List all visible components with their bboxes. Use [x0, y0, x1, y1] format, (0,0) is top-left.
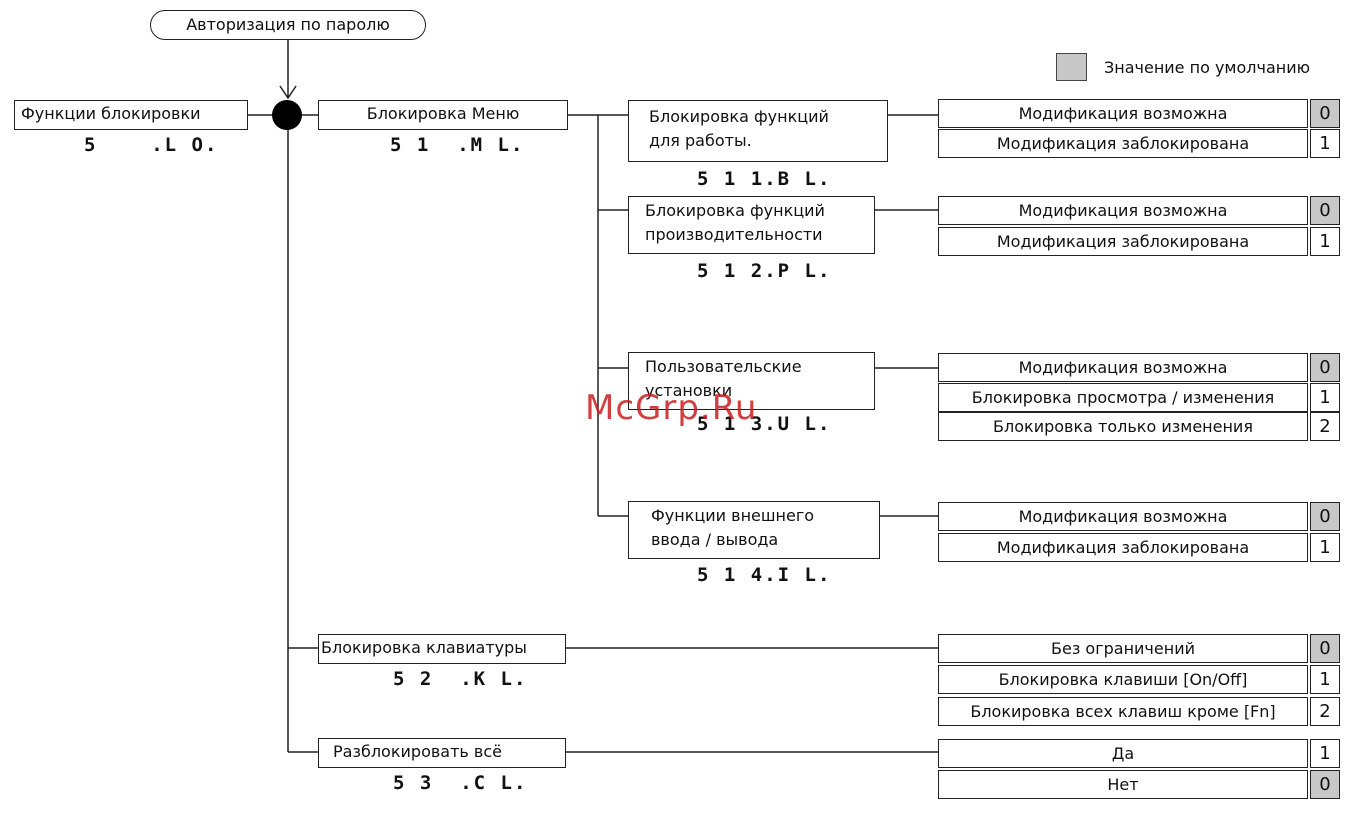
- submenu-perf-lock-code: 5 1 2.P L.: [697, 260, 832, 282]
- option-row: Блокировка клавиши [On/Off]1: [938, 665, 1340, 694]
- option-label: Модификация возможна: [938, 99, 1308, 128]
- option-value: 0: [1310, 99, 1340, 128]
- option-value: 1: [1310, 227, 1340, 256]
- option-value: 1: [1310, 533, 1340, 562]
- option-label: Модификация заблокирована: [938, 533, 1308, 562]
- submenu-line1: Функции внешнего: [651, 506, 815, 525]
- junction-dot: [272, 100, 302, 130]
- option-label: Нет: [938, 770, 1308, 799]
- submenu-op-lock: Блокировка функций для работы.: [628, 100, 888, 162]
- option-label: Модификация заблокирована: [938, 227, 1308, 256]
- option-value: 0: [1310, 770, 1340, 799]
- submenu-line2: ввода / вывода: [651, 530, 779, 549]
- submenu-line2: производительности: [645, 225, 823, 244]
- option-row: Блокировка всех клавиш кроме [Fn]2: [938, 697, 1340, 726]
- watermark: McGrp.Ru: [585, 388, 758, 428]
- submenu-line1: Блокировка функций: [645, 201, 825, 220]
- submenu-line1: Пользовательские: [645, 357, 802, 376]
- option-label: Без ограничений: [938, 634, 1308, 663]
- submenu-ext-io: Функции внешнего ввода / вывода: [628, 501, 880, 559]
- keyboard-lock-node: Блокировка клавиатуры: [318, 634, 566, 664]
- option-value: 1: [1310, 129, 1340, 158]
- option-label: Модификация возможна: [938, 196, 1308, 225]
- submenu-op-lock-code: 5 1 1.B L.: [697, 168, 832, 190]
- option-label: Блокировка всех клавиш кроме [Fn]: [938, 697, 1308, 726]
- option-label: Модификация возможна: [938, 502, 1308, 531]
- legend-default-label: Значение по умолчанию: [1104, 58, 1311, 77]
- option-label: Модификация возможна: [938, 353, 1308, 382]
- submenu-ext-io-code: 5 1 4.I L.: [697, 564, 832, 586]
- option-label: Блокировка просмотра / изменения: [938, 383, 1308, 412]
- submenu-line1: Блокировка функций: [649, 107, 829, 126]
- unlock-all-code: 5 3 .C L.: [393, 772, 528, 794]
- option-value: 2: [1310, 412, 1340, 441]
- menu-lock-code: 5 1 .M L.: [390, 134, 525, 156]
- option-value: 0: [1310, 196, 1340, 225]
- menu-lock-node: Блокировка Меню: [318, 100, 568, 130]
- option-value: 1: [1310, 665, 1340, 694]
- option-label: Модификация заблокирована: [938, 129, 1308, 158]
- password-auth-node: Авторизация по паролю: [150, 10, 426, 40]
- submenu-line2: установки: [645, 381, 733, 400]
- unlock-all-node: Разблокировать всё: [318, 738, 566, 768]
- submenu-perf-lock: Блокировка функций производительности: [628, 196, 875, 254]
- option-value: 2: [1310, 697, 1340, 726]
- legend-default-swatch: [1056, 53, 1087, 81]
- option-label: Да: [938, 739, 1308, 768]
- keyboard-lock-code: 5 2 .K L.: [393, 668, 528, 690]
- option-value: 0: [1310, 353, 1340, 382]
- root-code: 5 .L O.: [84, 134, 219, 156]
- option-label: Блокировка клавиши [On/Off]: [938, 665, 1308, 694]
- option-label: Блокировка только изменения: [938, 412, 1308, 441]
- option-value: 0: [1310, 634, 1340, 663]
- root-node: Функции блокировки: [14, 100, 248, 130]
- option-value: 0: [1310, 502, 1340, 531]
- option-value: 1: [1310, 739, 1340, 768]
- submenu-user-settings: Пользовательские установки: [628, 352, 875, 410]
- option-value: 1: [1310, 383, 1340, 412]
- submenu-line2: для работы.: [649, 131, 752, 150]
- submenu-user-settings-code: 5 1 3.U L.: [697, 413, 832, 435]
